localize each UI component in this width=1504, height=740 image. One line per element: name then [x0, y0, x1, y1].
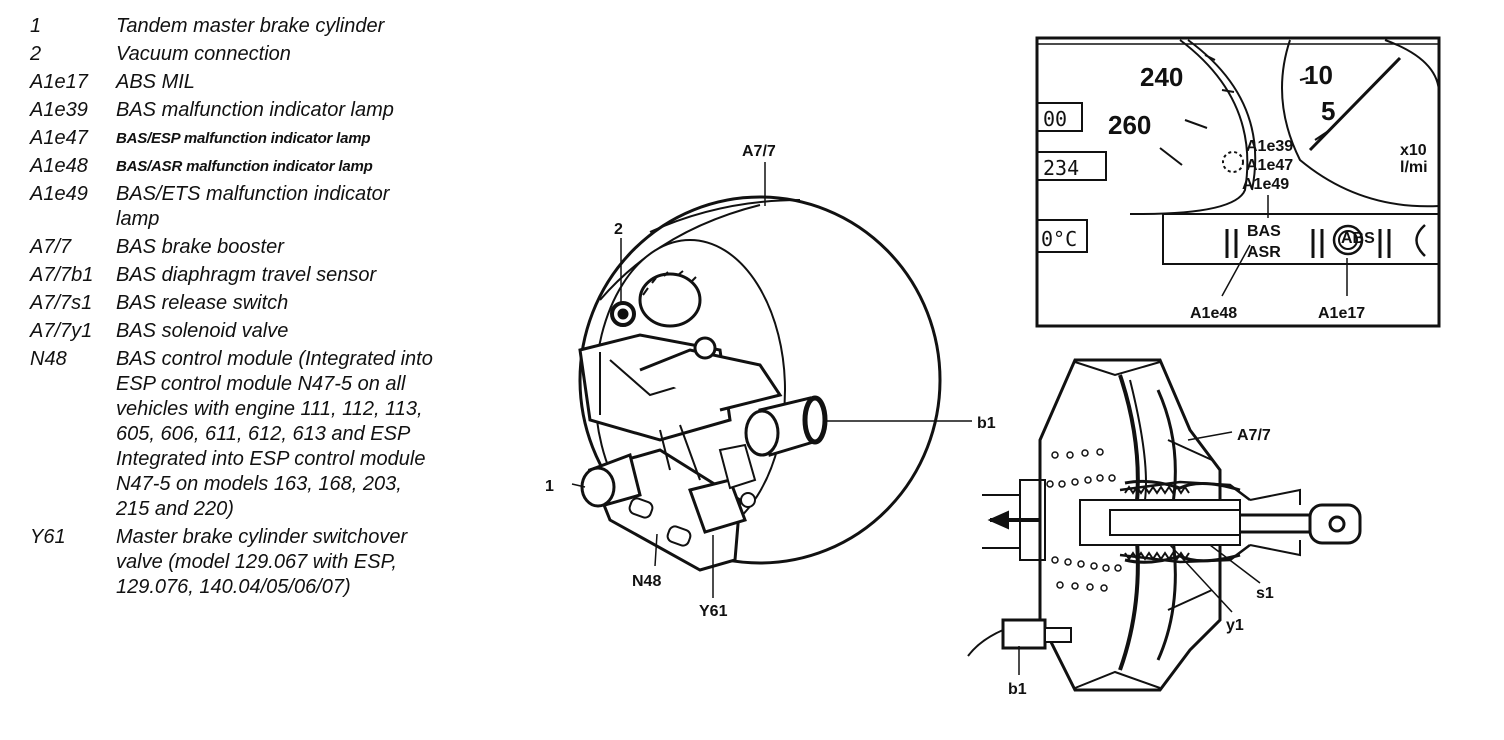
- legend-description-line: Tandem master brake cylinder: [116, 15, 385, 37]
- lamp-label-a1e39: A1e39: [1246, 138, 1293, 155]
- legend-description: Tandem master brake cylinder: [116, 14, 490, 39]
- legend-code: N48: [30, 348, 67, 370]
- label-a1e48: A1e48: [1190, 305, 1237, 322]
- legend-code: A1e48: [30, 155, 88, 177]
- legend-code: A1e39: [30, 99, 88, 121]
- label-s1: s1: [1256, 585, 1274, 602]
- legend-description-line: BAS release switch: [116, 292, 289, 314]
- bas-indicator-text: BAS: [1247, 223, 1281, 240]
- booster-cross-section: [967, 358, 1362, 692]
- legend-code: A7/7b1: [30, 264, 94, 286]
- brake-booster-illustration: [578, 195, 942, 572]
- legend-description: BAS brake booster: [116, 235, 490, 260]
- legend-description: BAS/ETS malfunction indicator lamp: [116, 182, 490, 232]
- label-a77-booster: A7/7: [742, 143, 776, 160]
- legend-description-line: Integrated into ESP control module: [116, 448, 426, 470]
- legend-description-line: lamp: [116, 208, 160, 230]
- legend-code: A1e17: [30, 71, 88, 93]
- legend-description-line: 605, 606, 611, 612, 613 and ESP: [116, 423, 411, 445]
- legend-description-line: ABS MIL: [116, 71, 195, 93]
- legend-code: A7/7: [30, 236, 72, 258]
- speed-mark-240: 240: [1140, 62, 1183, 92]
- rpm-unit-top: x10: [1400, 142, 1427, 159]
- legend-description: BAS/ESP malfunction indicator lamp: [116, 126, 490, 151]
- legend-row: 1 Tandem master brake cylinder: [30, 14, 490, 39]
- legend-code: A7/7s1: [30, 292, 93, 314]
- legend-row: A1e49 BAS/ETS malfunction indicator lamp: [30, 182, 490, 232]
- legend-row: A1e47 BAS/ESP malfunction indicator lamp: [30, 126, 490, 151]
- legend-description: BAS release switch: [116, 291, 490, 316]
- speed-mark-260: 260: [1108, 110, 1151, 140]
- legend-row: Y61 Master brake cylinder switchover valve…: [30, 525, 490, 600]
- lcd-odometer-display: 234: [1043, 156, 1079, 180]
- legend-list: 1 Tandem master brake cylinder 2 Vacuum con…: [30, 14, 490, 603]
- legend-description-line: ESP control module N47-5 on all: [116, 373, 406, 395]
- legend-row: A1e39 BAS malfunction indicator lamp: [30, 98, 490, 123]
- label-a1e17: A1e17: [1318, 305, 1365, 322]
- label-master-cylinder: 1: [545, 478, 554, 495]
- label-b1-section: b1: [1008, 681, 1027, 698]
- legend-code: 1: [30, 15, 42, 37]
- label-y1: y1: [1226, 617, 1244, 634]
- asr-indicator-text: ASR: [1247, 244, 1281, 261]
- legend-description-line: BAS solenoid valve: [116, 320, 289, 342]
- legend-description: ABS MIL: [116, 70, 490, 95]
- legend-description-line: BAS brake booster: [116, 236, 284, 258]
- legend-description: BAS malfunction indicator lamp: [116, 98, 490, 123]
- booster-callouts: [571, 162, 972, 598]
- legend-description-line: Master brake cylinder switchover: [116, 526, 408, 548]
- legend-row: 2 Vacuum connection: [30, 42, 490, 67]
- legend-description-line: N47-5 on models 163, 168, 203,: [116, 473, 402, 495]
- legend-description-line: vehicles with engine 111, 112, 113,: [116, 398, 423, 420]
- legend-description-line: BAS diaphragm travel sensor: [116, 264, 377, 286]
- legend-description-line: 129.076, 140.04/05/06/07): [116, 576, 351, 598]
- legend-code: Y61: [30, 526, 66, 548]
- label-y61: Y61: [699, 603, 728, 620]
- legend-row: A7/7 BAS brake booster: [30, 235, 490, 260]
- label-n48: N48: [632, 573, 661, 590]
- legend-row: A7/7y1 BAS solenoid valve: [30, 319, 490, 344]
- legend-description-line: BAS malfunction indicator lamp: [116, 99, 394, 121]
- legend-description-line: Vacuum connection: [116, 43, 291, 65]
- legend-code: 2: [30, 43, 42, 65]
- legend-row: A7/7b1 BAS diaphragm travel sensor: [30, 263, 490, 288]
- legend-description-line: BAS/ASR malfunction indicator lamp: [116, 158, 373, 175]
- legend-description: BAS solenoid valve: [116, 319, 490, 344]
- rpm-mark-10: 10: [1304, 60, 1333, 90]
- legend-description-line: BAS/ESP malfunction indicator lamp: [116, 130, 371, 147]
- label-a77-section: A7/7: [1237, 427, 1271, 444]
- label-vacuum-connection: 2: [614, 221, 623, 238]
- legend-description-line: valve (model 129.067 with ESP,: [116, 551, 397, 573]
- legend-description: Vacuum connection: [116, 42, 490, 67]
- rpm-unit-bottom: l/mi: [1400, 159, 1428, 176]
- legend-row: A7/7s1 BAS release switch: [30, 291, 490, 316]
- legend-description: BAS/ASR malfunction indicator lamp: [116, 154, 490, 179]
- lcd-temperature-display: 0°C: [1041, 227, 1077, 251]
- legend-code: A7/7y1: [30, 320, 93, 342]
- legend-description: Master brake cylinder switchover valve (m…: [116, 525, 490, 600]
- legend-row: A1e17 ABS MIL: [30, 70, 490, 95]
- legend-description-line: 215 and 220): [116, 498, 234, 520]
- instrument-cluster: 240 260 10 5 00 234 0°C x10 l/mi A1e39 A…: [1035, 36, 1441, 328]
- lamp-label-a1e47: A1e47: [1246, 157, 1293, 174]
- legend-row: A1e48 BAS/ASR malfunction indicator lamp: [30, 154, 490, 179]
- legend-code: A1e47: [30, 127, 88, 149]
- legend-description: BAS diaphragm travel sensor: [116, 263, 490, 288]
- abs-symbol: ABS: [1341, 230, 1375, 247]
- legend-code: A1e49: [30, 183, 88, 205]
- rpm-mark-5: 5: [1321, 96, 1335, 126]
- label-b1-booster: b1: [977, 415, 996, 432]
- lamp-label-a1e49: A1e49: [1242, 176, 1289, 193]
- lcd-top-display: 00: [1043, 107, 1067, 131]
- legend-description-line: BAS control module (Integrated into: [116, 348, 433, 370]
- legend-description-line: BAS/ETS malfunction indicator: [116, 183, 390, 205]
